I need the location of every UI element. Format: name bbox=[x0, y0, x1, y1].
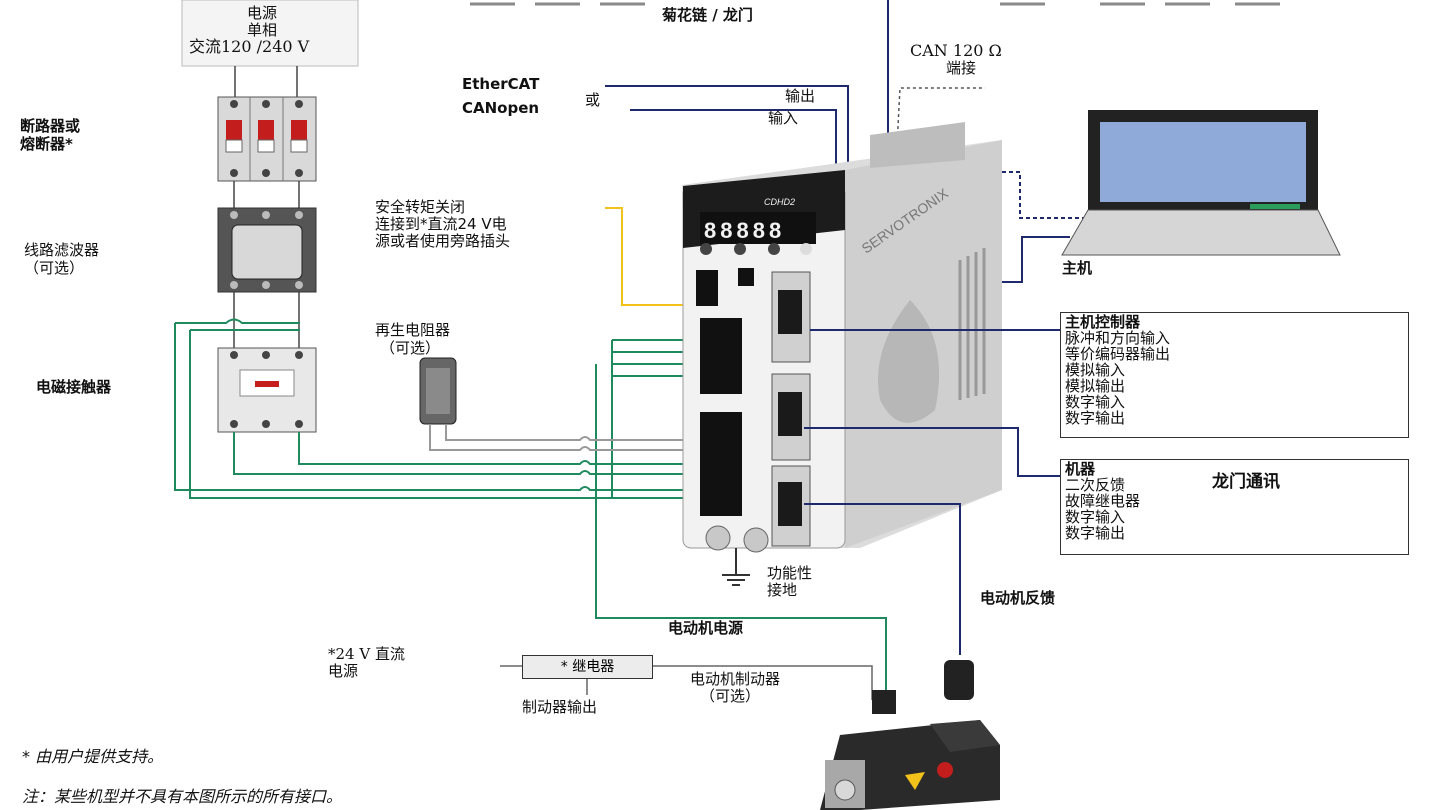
breaker-graphic bbox=[217, 96, 317, 182]
machine-box-item: 数字输出 bbox=[1065, 524, 1126, 542]
motor-power-label: 电动机电源 bbox=[668, 619, 744, 637]
output-label: 输出 bbox=[785, 87, 816, 105]
filter-label-2: （可选） bbox=[24, 259, 85, 277]
input-label: 输入 bbox=[768, 109, 799, 127]
sto-label-1: 安全转矩关闭 bbox=[375, 198, 466, 216]
controller-box-item: 模拟输入 bbox=[1065, 361, 1126, 379]
filter-label-1: 线路滤波器 bbox=[24, 241, 100, 259]
controller-box: 主机控制器 脉冲和方向输入 等价编码器输出 模拟输入 模拟输出 数字输入 数字输… bbox=[1060, 312, 1409, 438]
relay-wires bbox=[500, 665, 873, 700]
power-phase: 单相 bbox=[247, 21, 278, 39]
can-label-1: CAN 120 Ω bbox=[910, 41, 1002, 60]
machine-box: 机器 二次反馈 故障继电器 数字输入 数字输出 bbox=[1060, 459, 1409, 555]
sto-wire bbox=[605, 207, 704, 306]
drive-graphic bbox=[682, 122, 1002, 553]
contactor-label: 电磁接触器 bbox=[36, 378, 112, 396]
controller-box-item: 数字输出 bbox=[1065, 409, 1126, 427]
controller-cables bbox=[804, 329, 1060, 655]
fieldbus-wires bbox=[605, 85, 849, 172]
dc24-label-2: 电源 bbox=[328, 662, 359, 680]
machine-box-item: 数字输入 bbox=[1065, 508, 1126, 526]
controller-box-item: 模拟输出 bbox=[1065, 377, 1126, 395]
motor-brake-label-1: 电动机制动器 bbox=[690, 670, 781, 688]
controller-box-title: 主机控制器 bbox=[1065, 313, 1141, 331]
motor-feedback-label: 电动机反馈 bbox=[980, 589, 1056, 607]
regen-label-2: （可选） bbox=[380, 339, 441, 357]
breaker-label-2: 熔断器* bbox=[20, 135, 73, 153]
drive-model: CDHD2 bbox=[764, 197, 795, 207]
motor-graphic bbox=[820, 660, 1000, 810]
host-laptop-graphic bbox=[1061, 110, 1341, 256]
ground-label-2: 接地 bbox=[767, 581, 798, 599]
breaker-label-1: 断路器或 bbox=[20, 117, 81, 135]
ground-label-1: 功能性 bbox=[767, 564, 813, 582]
footnote-models: 注：某些机型并不具有本图所示的所有接口。 bbox=[22, 787, 343, 806]
can-label-2: 端接 bbox=[946, 59, 977, 77]
daisy-chain-label: 菊花链 / 龙门 bbox=[662, 6, 753, 24]
machine-box-title: 机器 bbox=[1065, 460, 1096, 478]
machine-box-item: 故障继电器 bbox=[1065, 492, 1141, 510]
regen-resistor-graphic bbox=[419, 357, 457, 425]
footnote-user-supplied: * 由用户提供支持。 bbox=[22, 747, 164, 766]
brake-output-label: 制动器输出 bbox=[522, 698, 598, 716]
power-voltage: 交流120 /240 V bbox=[189, 37, 310, 56]
canopen-label: CANopen bbox=[462, 99, 540, 117]
motor-brake-label-2: （可选） bbox=[700, 687, 761, 705]
green-wires bbox=[174, 318, 887, 700]
ground-symbol bbox=[722, 548, 750, 586]
sto-label-3: 源或者使用旁路插头 bbox=[375, 232, 511, 250]
regen-label-1: 再生电阻器 bbox=[375, 321, 451, 339]
power-source-box bbox=[181, 0, 359, 67]
ethercat-label: EtherCAT bbox=[462, 75, 540, 93]
controller-box-item: 脉冲和方向输入 bbox=[1065, 329, 1171, 347]
contactor-graphic bbox=[217, 347, 317, 433]
gantry-comm-label: 龙门通讯 bbox=[1212, 472, 1280, 492]
host-label: 主机 bbox=[1062, 259, 1093, 277]
controller-box-item: 等价编码器输出 bbox=[1065, 345, 1171, 363]
line-filter-graphic bbox=[217, 207, 317, 293]
power-title: 电源 bbox=[247, 4, 278, 22]
sto-label-2: 连接到*直流24 V电 bbox=[375, 215, 507, 233]
supply-wires bbox=[234, 66, 298, 98]
relay-box: * 继电器 bbox=[522, 655, 653, 679]
dc24-label-1: *24 V 直流 bbox=[328, 645, 405, 663]
drive-display: 88888 bbox=[704, 218, 785, 243]
controller-box-item: 数字输入 bbox=[1065, 393, 1126, 411]
machine-box-item: 二次反馈 bbox=[1065, 476, 1126, 494]
or-label: 或 bbox=[585, 91, 601, 109]
